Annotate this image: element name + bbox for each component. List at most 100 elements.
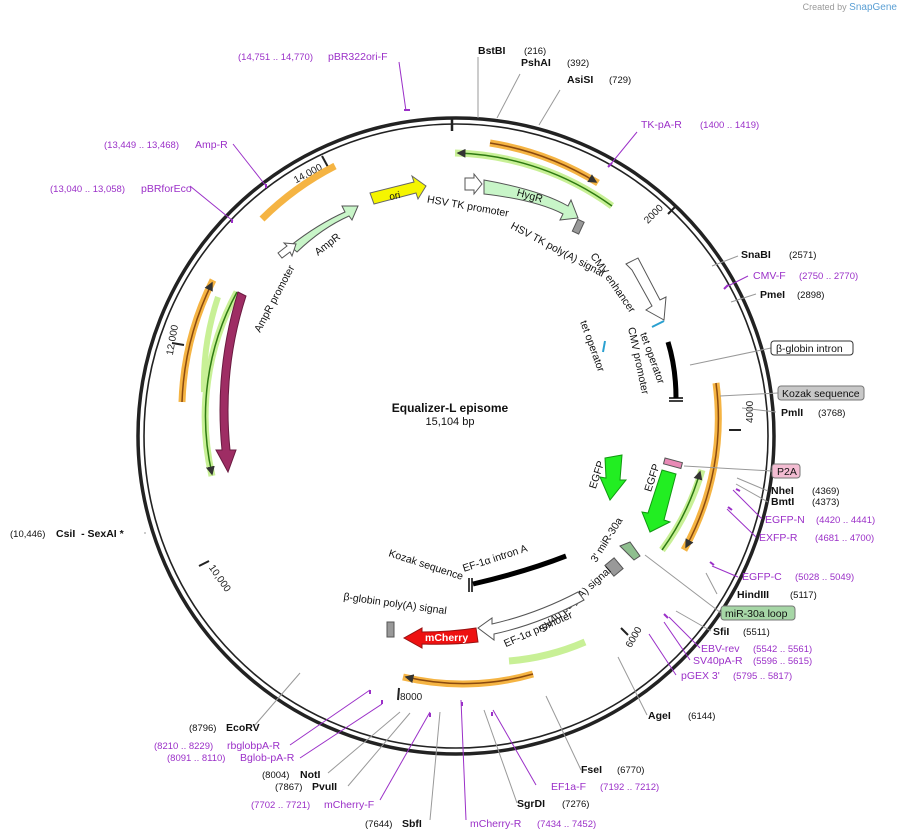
p2a-box bbox=[662, 457, 684, 470]
site-rbglobpa-r-pos: (8210 .. 8229) bbox=[154, 741, 213, 752]
site-sbfi-pos: (7644) bbox=[365, 819, 392, 830]
site-pvuii: PvuII bbox=[312, 781, 337, 793]
green-arc-top-core bbox=[456, 148, 613, 207]
tet-operator-mark-left bbox=[602, 340, 606, 353]
site-noti: NotI bbox=[300, 769, 320, 781]
hsv-tk-promoter-label: HSV TK promoter bbox=[426, 193, 510, 219]
site-sfii: SfiI bbox=[713, 626, 729, 638]
sv40-polya-box bbox=[604, 557, 624, 577]
site-egfp-c-pos: (5028 .. 5049) bbox=[795, 572, 854, 583]
site-amp-r-pos: (13,449 .. 13,468) bbox=[104, 140, 179, 151]
site-pbrforeco-pos: (13,040 .. 13,058) bbox=[50, 184, 125, 195]
site-ecorv-pos: (8796) bbox=[189, 723, 216, 734]
bglobin-intron-box bbox=[770, 340, 854, 356]
orange-arc-top bbox=[489, 139, 600, 186]
site-pshai: PshAI bbox=[521, 57, 551, 69]
p2a-label-box bbox=[771, 463, 801, 479]
backbone-inner bbox=[143, 123, 769, 749]
site-csii-pos: (10,446) bbox=[10, 529, 45, 540]
plasmid-name: Equalizer-L episome bbox=[392, 401, 509, 415]
site-ebv-rev: EBV-rev bbox=[701, 643, 740, 655]
site-pmei-pos: (2898) bbox=[797, 290, 824, 301]
site-asisi: AsiSI bbox=[567, 74, 593, 86]
site-agei-pos: (6144) bbox=[688, 711, 715, 722]
cmv-enhancer-label: CMV enhancer bbox=[588, 251, 638, 316]
site-ecorv: EcoRV bbox=[226, 722, 260, 734]
scale-label-10000: 10,000 bbox=[206, 563, 233, 595]
ampr-promoter-arrow bbox=[277, 242, 297, 259]
site-sgrdi-pos: (7276) bbox=[562, 799, 589, 810]
primer-ticks bbox=[231, 109, 741, 717]
site-noti-pos: (8004) bbox=[262, 770, 289, 781]
ori-arrow bbox=[369, 174, 427, 205]
site-bstbi: BstBI bbox=[478, 45, 506, 57]
ampr-arrow bbox=[289, 205, 359, 253]
cmv-promoter-bar bbox=[665, 341, 679, 399]
site-fsei-pos: (6770) bbox=[617, 765, 644, 776]
site-sgrdi: SgrDI bbox=[517, 798, 545, 810]
cmv-enhancer-arrow bbox=[625, 257, 667, 321]
ori-label: ori bbox=[388, 190, 401, 203]
hsv-tk-promoter-arrow bbox=[464, 172, 483, 196]
site-cmv-f: CMV-F bbox=[753, 270, 786, 282]
green-arc-left-b-core bbox=[204, 291, 238, 476]
site-bglob-pa-r-pos: (8091 .. 8110) bbox=[167, 753, 225, 764]
ef1a-promoter-arrow bbox=[477, 591, 585, 641]
scale-label-4000: 4000 bbox=[745, 400, 756, 423]
site-agei: AgeI bbox=[648, 710, 671, 722]
mir30a-loop-label: miR-30a loop bbox=[725, 608, 788, 620]
tet-operator-label-left: tet operator bbox=[577, 319, 607, 374]
hygr-arrow bbox=[483, 179, 579, 221]
site-nhei: NheI bbox=[771, 485, 794, 497]
kozak-seq-leader bbox=[719, 392, 779, 397]
mir30a-3-label: 3' miR-30a bbox=[588, 515, 625, 564]
site-pbr322ori-f-pos: (14,751 .. 14,770) bbox=[238, 52, 313, 63]
site-pgex3-pos: (5795 .. 5817) bbox=[733, 671, 792, 682]
site-sv40pa-r-pos: (5596 .. 5615) bbox=[753, 656, 812, 667]
site-ef1a-f: EF1a-F bbox=[551, 781, 586, 793]
site-csii: CsiI - SexAI * bbox=[56, 528, 125, 540]
created-by-text: Created by bbox=[802, 2, 847, 12]
green-arc-right-core bbox=[661, 470, 703, 551]
site-bmti: BmtI bbox=[771, 496, 794, 508]
bglob-polya-box bbox=[386, 621, 395, 638]
orange-arc-bottom-core bbox=[404, 673, 534, 685]
site-pvuii-pos: (7867) bbox=[275, 782, 302, 793]
site-mcherry-r-pos: (7434 .. 7452) bbox=[537, 819, 596, 830]
p2a-label: P2A bbox=[777, 466, 797, 478]
plasmid-size: 15,104 bp bbox=[426, 416, 475, 428]
site-leader-lines bbox=[189, 57, 777, 821]
site-pbrforeco: pBRforEco bbox=[141, 183, 192, 195]
orange-arc-top-core bbox=[489, 142, 598, 183]
hygr-label: HygR bbox=[516, 187, 545, 205]
mcherry-arrow bbox=[402, 627, 479, 649]
snapgene-branding: Created by SnapGene bbox=[803, 2, 897, 13]
site-pbr322ori-f: pBR322ori-F bbox=[328, 51, 388, 63]
site-exfp-r-pos: (4681 .. 4700) bbox=[815, 533, 874, 544]
mcherry-label: mCherry bbox=[425, 632, 468, 644]
mir30a-loop-box bbox=[720, 605, 796, 621]
egfp-arrow-1 bbox=[599, 454, 628, 501]
site-snabi-pos: (2571) bbox=[789, 250, 816, 261]
site-bmti-pos: (4373) bbox=[812, 497, 839, 508]
site-mcherry-f: mCherry-F bbox=[324, 799, 374, 811]
bglobin-intron-leader bbox=[689, 347, 772, 366]
site-pgex3: pGEX 3' bbox=[681, 670, 720, 682]
ebna1-label: EBNA1 bbox=[240, 353, 254, 390]
site-egfp-n-pos: (4420 .. 4441) bbox=[816, 515, 875, 526]
site-rbglobpa-r: rbglobpA-R bbox=[227, 740, 281, 752]
site-pshai-pos: (392) bbox=[567, 58, 589, 69]
mir30a-3-arrow bbox=[619, 541, 641, 561]
mir30a-loop-leader bbox=[644, 554, 722, 614]
site-sfii-pos: (5511) bbox=[743, 627, 770, 638]
site-pmli-pos: (3768) bbox=[818, 408, 845, 419]
site-sbfi: SbfI bbox=[402, 818, 422, 830]
site-nhei-pos: (4369) bbox=[812, 486, 839, 497]
site-tk-pa-r-pos: (1400 .. 1419) bbox=[700, 120, 759, 131]
orange-arc-left-core bbox=[181, 281, 213, 403]
kozak-seq-box bbox=[777, 385, 865, 401]
site-ef1a-f-pos: (7192 .. 7212) bbox=[600, 782, 659, 793]
site-exfp-r: EXFP-R bbox=[759, 532, 798, 544]
site-pmli: PmlI bbox=[781, 407, 803, 419]
